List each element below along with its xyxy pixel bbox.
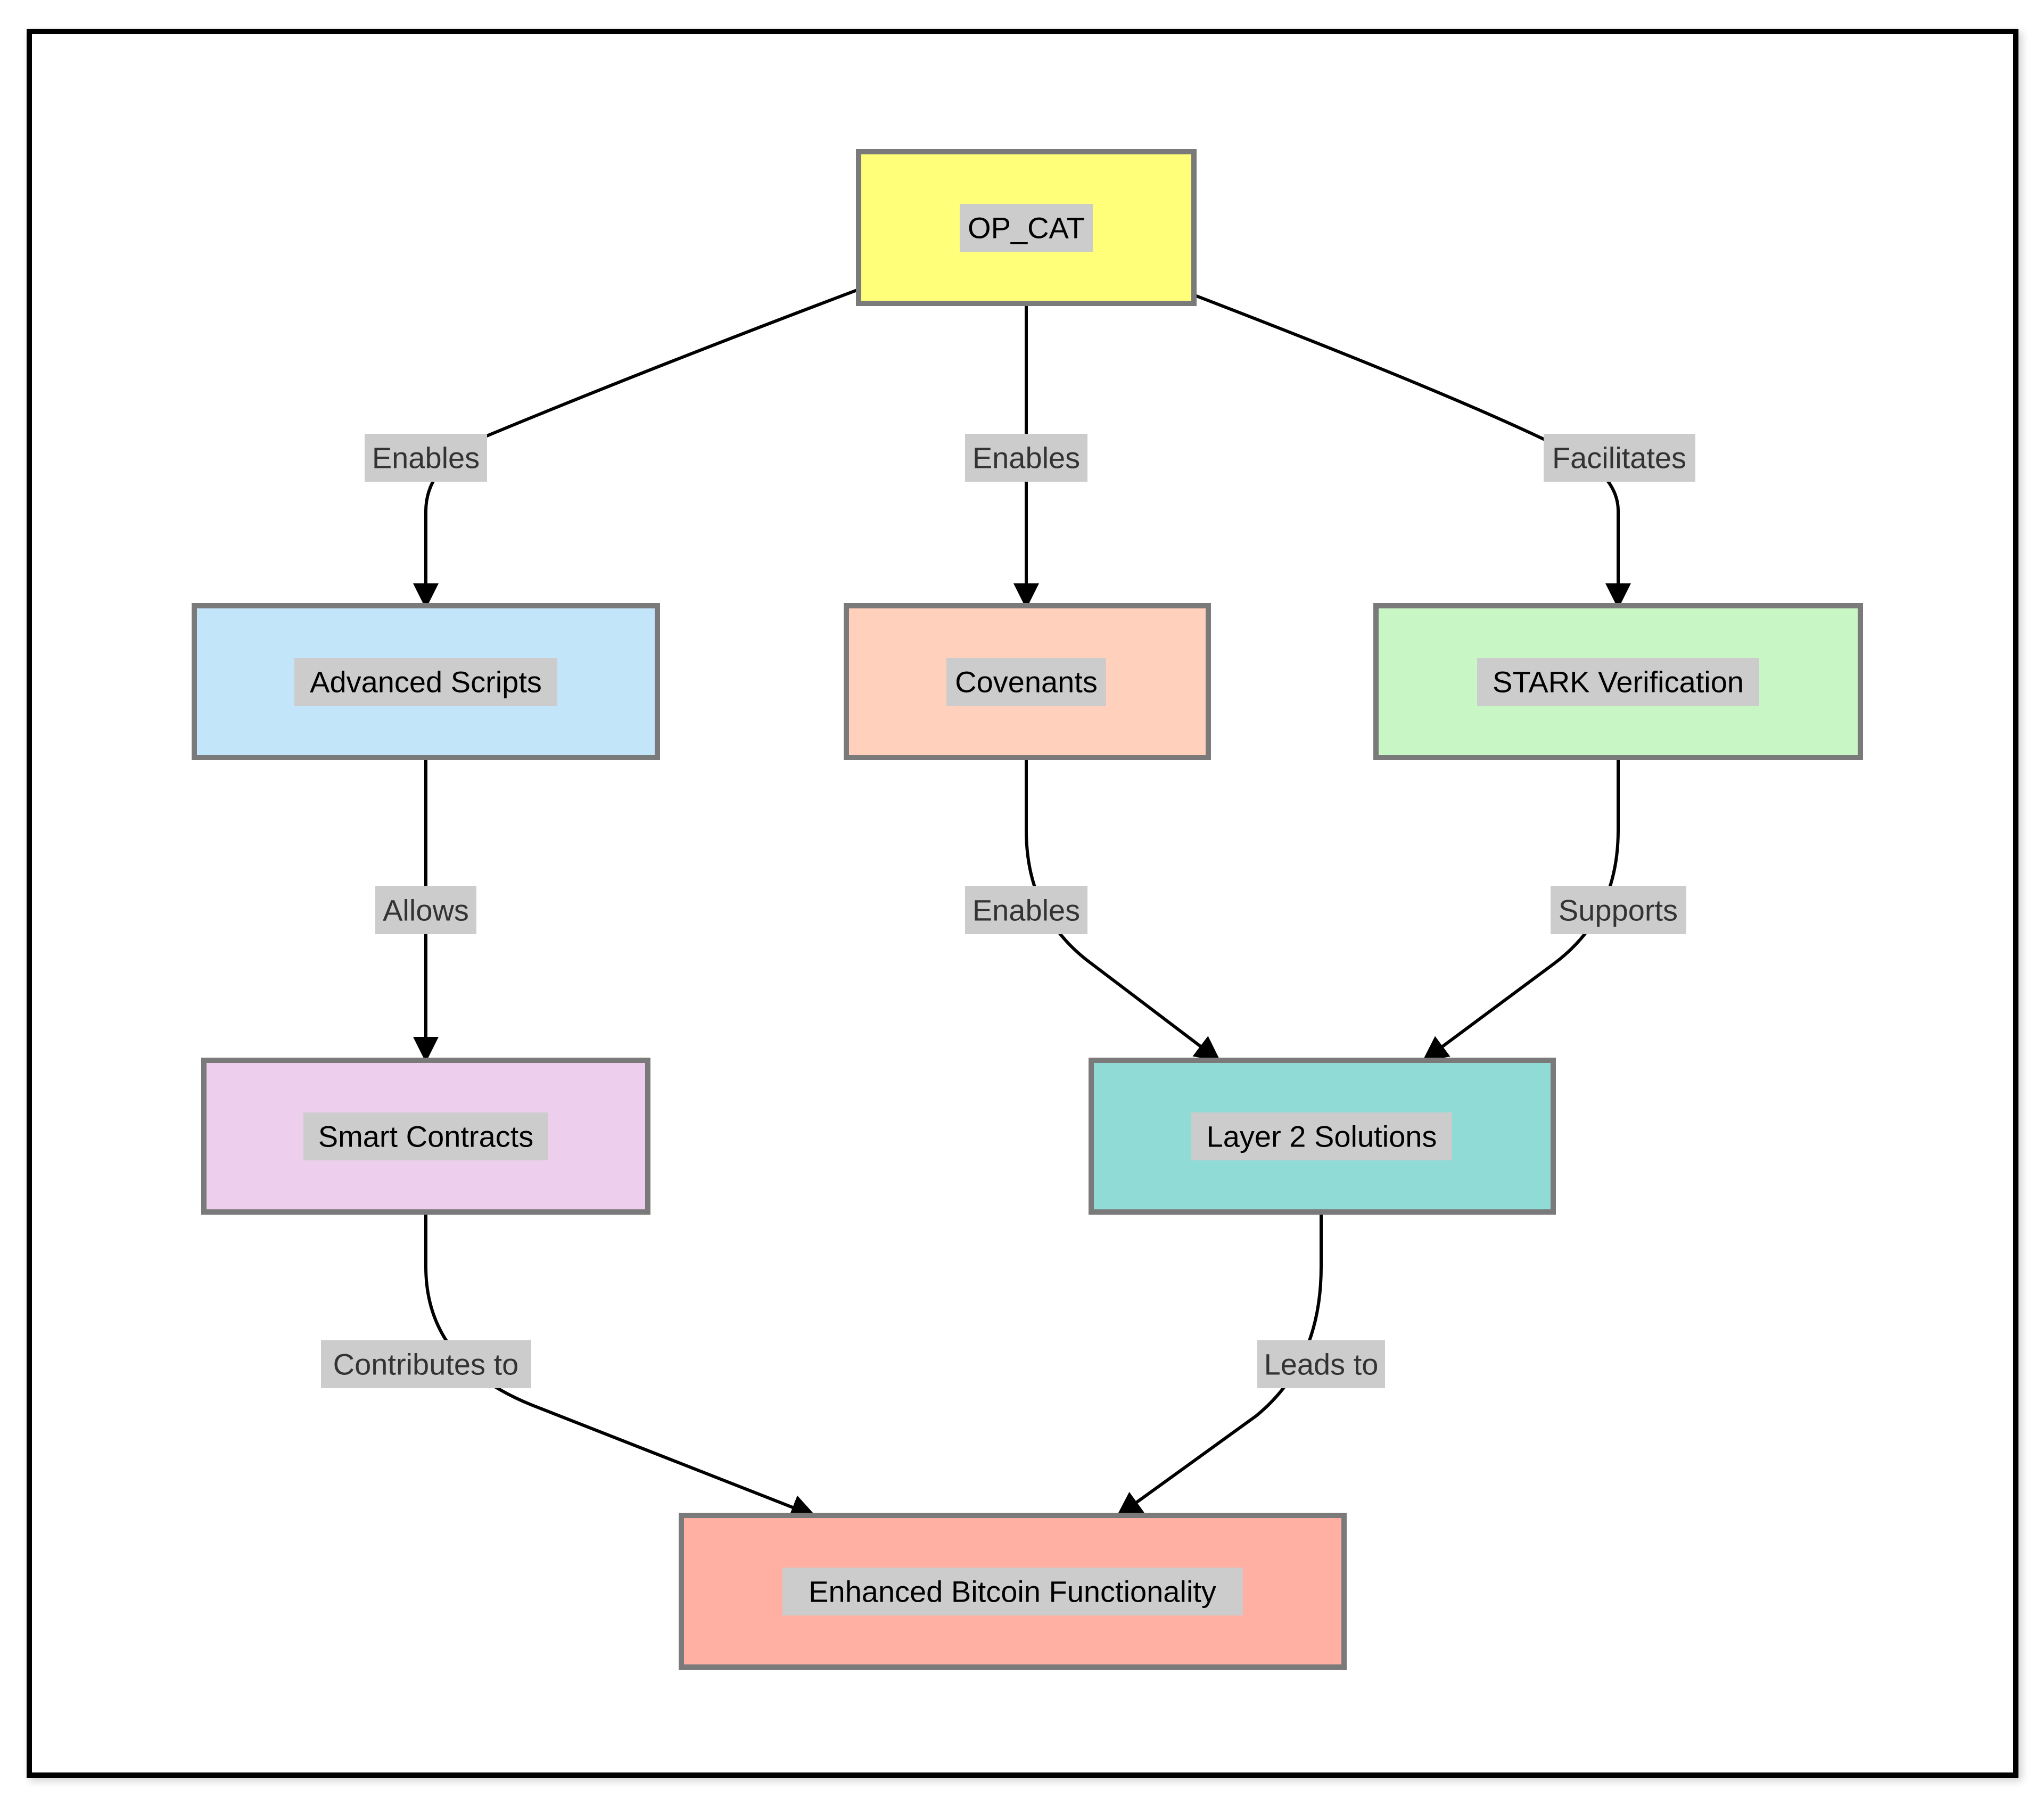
node-op-cat: OP_CAT (856, 149, 1197, 306)
node-label: Enhanced Bitcoin Functionality (809, 1575, 1216, 1609)
edge-label-text: Enables (972, 894, 1080, 927)
edge-label-text: Contributes to (333, 1348, 519, 1381)
edge-label-facilitates: Facilitates (1544, 434, 1695, 482)
edge-label-enables-advanced: Enables (365, 434, 487, 482)
node-label: Advanced Scripts (310, 665, 542, 699)
edge-label-text: Facilitates (1552, 441, 1686, 475)
edge-label-text: Enables (372, 441, 480, 475)
edge-label-text: Enables (972, 441, 1080, 475)
edge-label-text: Allows (383, 894, 469, 927)
node-label: Covenants (955, 665, 1098, 699)
edge-label-enables-covenants: Enables (965, 434, 1087, 482)
node-layer2-solutions: Layer 2 Solutions (1089, 1058, 1556, 1215)
edge-label-text: Supports (1559, 894, 1678, 927)
edge-label-leads-to: Leads to (1257, 1340, 1385, 1388)
nodes: OP_CAT Advanced Scripts Covenants STARK … (192, 149, 1863, 1670)
node-label: OP_CAT (968, 211, 1085, 245)
edge-labels: Enables Enables Facilitates Allows Enabl… (321, 434, 1695, 1388)
node-smart-contracts: Smart Contracts (201, 1058, 650, 1215)
edge-label-allows: Allows (375, 886, 476, 934)
node-label: STARK Verification (1493, 665, 1744, 699)
node-covenants: Covenants (844, 603, 1211, 760)
edge-label-contributes-to: Contributes to (321, 1340, 531, 1388)
edge-label-supports: Supports (1551, 886, 1686, 934)
edge-label-text: Leads to (1264, 1348, 1379, 1381)
node-advanced-scripts: Advanced Scripts (192, 603, 660, 760)
node-stark-verification: STARK Verification (1373, 603, 1863, 760)
node-label: Smart Contracts (318, 1120, 534, 1153)
node-enhanced-bitcoin-functionality: Enhanced Bitcoin Functionality (679, 1513, 1347, 1670)
edge-opcat-to-advanced-scripts (413, 288, 858, 609)
edge-label-enables-layer2: Enables (965, 886, 1087, 934)
node-label: Layer 2 Solutions (1207, 1120, 1437, 1153)
